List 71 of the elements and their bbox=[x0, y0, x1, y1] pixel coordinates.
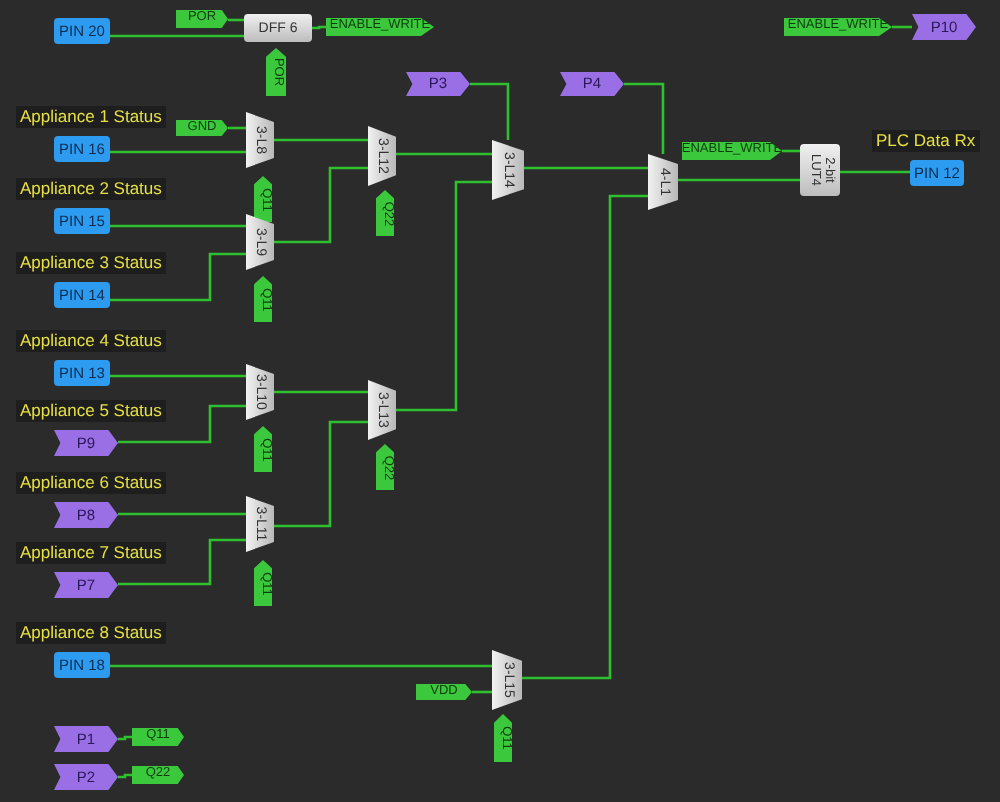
gate-block bbox=[246, 214, 274, 270]
pin-caption: Appliance 8 Status bbox=[16, 622, 166, 644]
signal-tag bbox=[132, 766, 184, 784]
wire bbox=[118, 404, 246, 444]
signal-tag bbox=[254, 176, 272, 222]
wire bbox=[118, 512, 246, 516]
gate-block bbox=[246, 496, 274, 552]
pin-block bbox=[54, 136, 110, 162]
logic-block bbox=[800, 144, 840, 196]
gate-block bbox=[368, 126, 396, 186]
gate-block bbox=[368, 380, 396, 440]
wire bbox=[524, 166, 648, 170]
wire bbox=[522, 194, 648, 680]
signal-tag bbox=[132, 728, 184, 746]
port-tag bbox=[54, 430, 118, 456]
logic-block bbox=[244, 14, 312, 42]
gate-block bbox=[492, 140, 524, 200]
wire bbox=[274, 166, 368, 244]
signal-tag bbox=[254, 560, 272, 606]
wire bbox=[110, 664, 492, 668]
wire bbox=[110, 150, 246, 154]
port-tag bbox=[560, 72, 624, 96]
wire bbox=[470, 82, 510, 140]
wire bbox=[110, 34, 244, 38]
pin-block bbox=[54, 208, 110, 234]
pin-block bbox=[910, 160, 964, 186]
pin-caption: Appliance 7 Status bbox=[16, 542, 166, 564]
gate-block bbox=[246, 364, 274, 420]
pin-block bbox=[54, 18, 110, 44]
signal-tag bbox=[254, 276, 272, 322]
wire bbox=[274, 390, 368, 394]
gate-block bbox=[492, 650, 522, 710]
wire bbox=[892, 25, 912, 29]
signal-tag bbox=[176, 10, 228, 28]
wire bbox=[396, 152, 492, 156]
wire bbox=[840, 170, 910, 174]
pin-caption: Appliance 3 Status bbox=[16, 252, 166, 274]
pin-caption: Appliance 2 Status bbox=[16, 178, 166, 200]
wire bbox=[624, 82, 665, 154]
wire bbox=[118, 538, 246, 586]
signal-tag bbox=[416, 684, 472, 700]
port-tag bbox=[54, 726, 118, 752]
wire bbox=[472, 690, 492, 694]
signal-tag bbox=[376, 190, 394, 236]
wire bbox=[110, 252, 246, 302]
gate-block bbox=[246, 112, 274, 168]
signal-tag bbox=[176, 120, 228, 136]
signal-tag bbox=[376, 444, 394, 490]
wire bbox=[396, 180, 492, 412]
wire bbox=[110, 374, 246, 378]
gate-block bbox=[648, 154, 678, 210]
pin-caption: Appliance 1 Status bbox=[16, 106, 166, 128]
pin-caption: Appliance 6 Status bbox=[16, 472, 166, 494]
signal-tag bbox=[494, 714, 512, 762]
port-tag bbox=[912, 14, 976, 40]
wire bbox=[678, 178, 800, 182]
port-tag bbox=[54, 502, 118, 528]
pin-block bbox=[54, 282, 110, 308]
pin-block bbox=[54, 652, 110, 678]
pin-caption: Appliance 5 Status bbox=[16, 400, 166, 422]
port-tag bbox=[54, 764, 118, 790]
signal-tag bbox=[254, 426, 272, 472]
port-tag bbox=[406, 72, 470, 96]
wire bbox=[274, 138, 368, 142]
wire bbox=[110, 224, 246, 228]
signal-tag bbox=[266, 48, 286, 96]
wire bbox=[274, 420, 368, 528]
pin-caption: PLC Data Rx bbox=[872, 130, 980, 152]
pin-block bbox=[54, 360, 110, 386]
port-tag bbox=[54, 572, 118, 598]
pin-caption: Appliance 4 Status bbox=[16, 330, 166, 352]
